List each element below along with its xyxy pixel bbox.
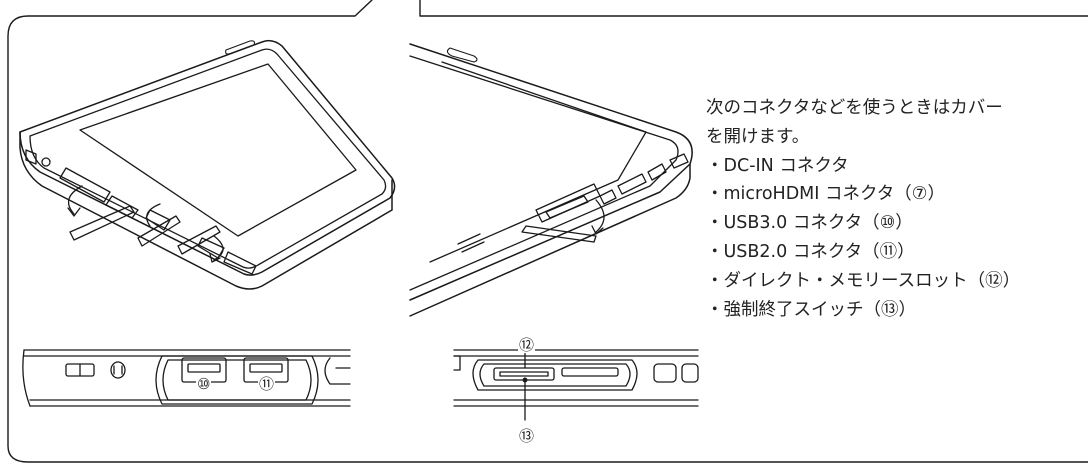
- connector-description: 次のコネクタなどを使うときはカバー を開けます。 ・DC-IN コネクタ ・mi…: [706, 94, 1084, 324]
- right-tablet-drawing: [409, 43, 693, 317]
- left-edge-closeup: [22, 349, 351, 407]
- callout-memory-slot: ⑫: [518, 336, 536, 354]
- callout-usb3: ⑩: [196, 375, 212, 393]
- left-tablet-drawing: [19, 39, 396, 290]
- intro-line-2: を開けます。: [706, 126, 810, 147]
- connector-item: ・ダイレクト・メモリースロット（⑫）: [706, 270, 1021, 291]
- connector-item: ・強制終了スイッチ（⑬）: [706, 299, 916, 320]
- connector-item: ・USB3.0 コネクタ（⑩）: [706, 213, 913, 234]
- right-edge-closeup: [453, 343, 699, 421]
- connector-item: ・DC-IN コネクタ: [706, 155, 849, 176]
- callout-force-off: ⑬: [518, 427, 536, 445]
- callout-usb2: ⑪: [258, 375, 276, 393]
- connector-item: ・USB2.0 コネクタ（⑪）: [706, 241, 915, 262]
- connector-item: ・microHDMI コネクタ（⑦）: [706, 184, 945, 205]
- intro-line-1: 次のコネクタなどを使うときはカバー: [706, 98, 1003, 118]
- panel-frame: [7, 0, 1088, 463]
